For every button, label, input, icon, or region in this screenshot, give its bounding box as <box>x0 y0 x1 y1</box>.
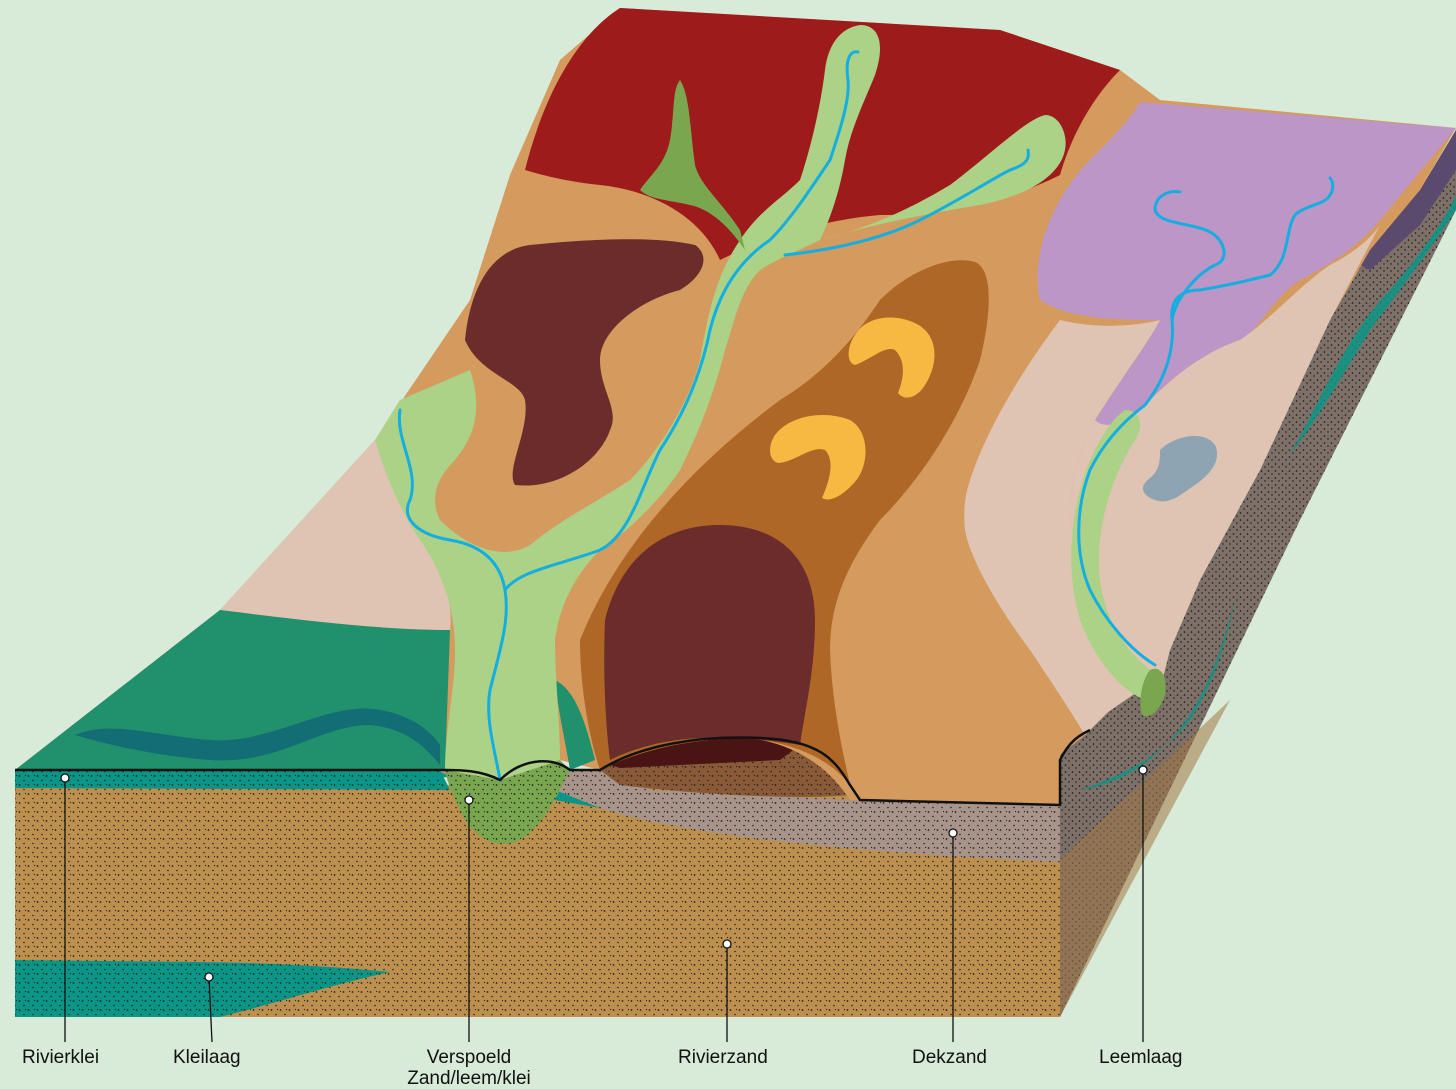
label-verspoeld-line1: Verspoeld <box>399 1047 539 1068</box>
marker-leemlaag <box>1139 766 1147 774</box>
label-rivierzand: Rivierzand <box>678 1047 768 1068</box>
dark-brown-arch <box>604 525 815 760</box>
label-leemlaag: Leemlaag <box>1099 1047 1182 1068</box>
marker-rivierklei <box>61 774 69 782</box>
label-rivierklei: Rivierklei <box>22 1047 99 1068</box>
top-surface <box>15 8 1456 805</box>
marker-verspoeld <box>465 796 473 804</box>
marker-rivierzand <box>723 940 731 948</box>
label-verspoeld-line2: Zand/leem/klei <box>399 1068 539 1089</box>
marker-kleilaag <box>205 973 213 981</box>
label-verspoeld: Verspoeld Zand/leem/klei <box>399 1047 539 1089</box>
label-dekzand: Dekzand <box>912 1047 987 1068</box>
marker-dekzand <box>949 829 957 837</box>
label-kleilaag: Kleilaag <box>173 1047 241 1068</box>
